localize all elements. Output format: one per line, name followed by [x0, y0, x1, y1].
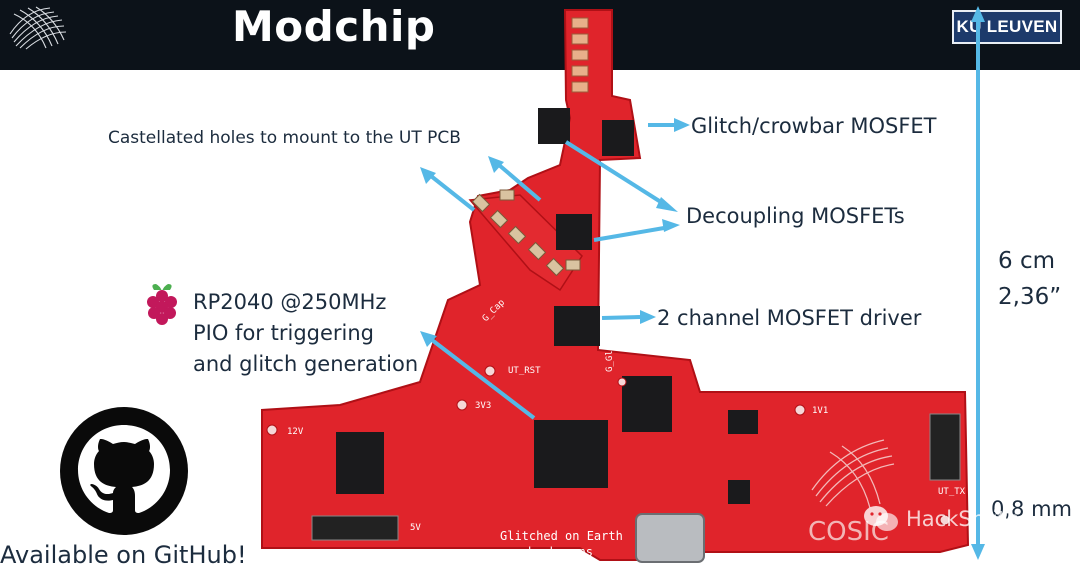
label-decoupling-mosfets: Decoupling MOSFETs — [686, 204, 905, 228]
label-rp2040-line2: PIO for triggering — [193, 321, 375, 345]
header-bar: Modchip KU LEUVEN — [0, 0, 1080, 70]
silk-glitched-on-earth: Glitched on Earth — [500, 529, 623, 543]
raspberry-pi-icon — [147, 284, 177, 325]
silk-label-3v3: 3V3 — [475, 401, 491, 411]
label-rp2040: RP2040 @250MHz PIO for triggering and gl… — [193, 287, 418, 380]
board-cosic-logo-mark — [811, 439, 895, 509]
silk-label-ut-tx: UT_TX — [938, 487, 966, 497]
silk-by-humans: by humans — [528, 545, 593, 559]
watermark-text: HackSmith — [906, 507, 1020, 531]
decoupling-capacitors — [471, 189, 581, 277]
dimension-thickness: 0,8 mm — [991, 497, 1072, 521]
github-icon — [60, 407, 188, 535]
pin-headers — [311, 413, 961, 541]
silk-label-5v: 5V — [410, 523, 421, 533]
label-rp2040-line1: RP2040 @250MHz — [193, 290, 387, 314]
cosic-logo-mark — [9, 6, 67, 50]
castellated-pads-top — [571, 17, 589, 93]
watermark: HackSmith — [862, 504, 1020, 534]
ic-chips — [336, 108, 758, 504]
silk-label-1v1: 1V1 — [812, 406, 828, 416]
pcb-board — [261, 9, 970, 561]
silk-label-gglitch: G_Glitch — [605, 329, 615, 372]
ku-leuven-logo: KU LEUVEN — [952, 10, 1062, 44]
label-glitch-mosfet: Glitch/crowbar MOSFET — [691, 114, 937, 138]
label-rp2040-line3: and glitch generation — [193, 352, 419, 376]
slide-title: Modchip — [232, 2, 436, 51]
label-castellated-holes: Castellated holes to mount to the UT PCB — [108, 128, 461, 148]
usb-connector — [635, 513, 705, 563]
github-caption: Available on GitHub! — [0, 541, 247, 569]
silk-label-ut-rst: UT_RST — [508, 366, 541, 376]
wechat-icon — [864, 506, 898, 531]
label-mosfet-driver: 2 channel MOSFET driver — [657, 306, 922, 330]
annotation-arrows — [420, 6, 985, 560]
silk-label-12v-top: 12V — [287, 427, 304, 437]
dimension-height-inch: 2,36” — [998, 284, 1062, 310]
dimension-height-cm: 6 cm — [998, 248, 1055, 274]
pcb-vias — [266, 365, 951, 526]
